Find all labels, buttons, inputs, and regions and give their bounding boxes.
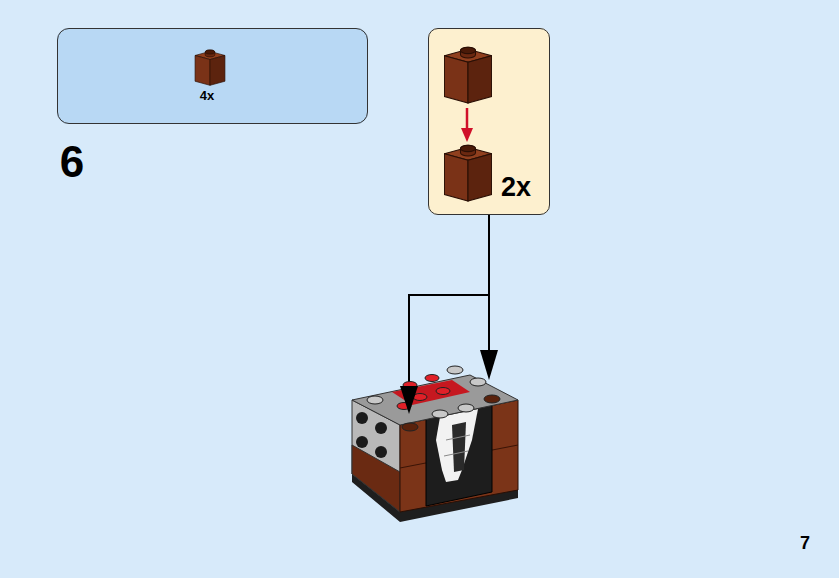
model-build (352, 366, 518, 522)
brick-part (195, 50, 225, 85)
quantity-label: 2x (501, 173, 531, 203)
callout-box: 2x (428, 28, 550, 215)
leader-arrowhead (400, 386, 418, 414)
page-number: 7 (800, 534, 810, 554)
label-anchor: 6 (60, 138, 84, 186)
leader-arrowhead (480, 350, 498, 380)
assembly-arrow (461, 128, 473, 142)
parts-box: 4x (57, 28, 368, 124)
leader-line (409, 215, 489, 390)
brick-part (444, 47, 491, 103)
callout-panel (428, 28, 550, 215)
quantity-label: 4x (200, 89, 214, 103)
step-number: 6 (60, 138, 84, 186)
label-anchor: 7 (800, 534, 810, 554)
parts-panel (57, 28, 368, 124)
brick-part (444, 145, 491, 201)
